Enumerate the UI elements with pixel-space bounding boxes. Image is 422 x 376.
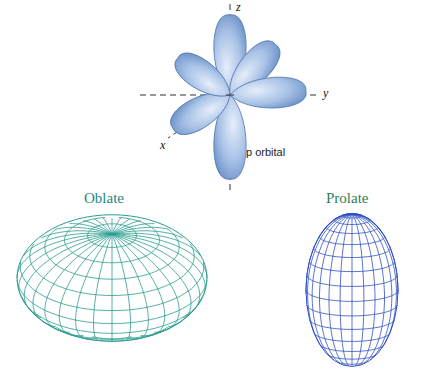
- wireframe-line: [45, 234, 112, 332]
- wireframe-line: [352, 214, 392, 360]
- wireframe-line: [352, 214, 398, 294]
- wireframe-line: [310, 320, 395, 329]
- shape-title: Prolate: [326, 190, 369, 207]
- orbital-lobe: [229, 76, 307, 111]
- wireframe-line: [112, 221, 141, 235]
- axis-label: x: [160, 138, 165, 153]
- axis-label: z: [236, 0, 241, 15]
- wireframe-line: [306, 290, 398, 301]
- wireframe-line: [94, 234, 113, 341]
- axis-line: [226, 95, 234, 96]
- wireframe-line: [112, 218, 121, 234]
- orbital-figure: [140, 4, 320, 190]
- wireframe-line: [59, 234, 112, 336]
- figure-caption: p orbital: [246, 146, 285, 158]
- axis-label: y: [323, 86, 328, 101]
- wireframe-line: [87, 224, 136, 248]
- wireframe-line: [352, 214, 353, 366]
- wireframe-line: [112, 218, 113, 234]
- wireframe-line: [307, 275, 397, 287]
- wireframe-line: [320, 345, 383, 351]
- wireframe-line: [17, 280, 207, 324]
- wireframe-line: [112, 231, 183, 238]
- wireframe-line: [112, 233, 201, 256]
- shape-title: Oblate: [84, 190, 124, 207]
- wireframe-line: [20, 262, 203, 311]
- wireframe-line: [352, 214, 375, 365]
- wireframe-line: [340, 214, 352, 365]
- oblate-ellipsoid: [17, 215, 207, 341]
- wireframe-line: [112, 234, 113, 341]
- wireframe-line: [310, 260, 395, 272]
- wireframe-line: [34, 312, 190, 339]
- wireframe-line: [329, 214, 352, 365]
- wireframe-line: [30, 244, 194, 296]
- wireframe-line: [352, 214, 364, 365]
- wireframe-line: [112, 234, 131, 341]
- wireframe-line: [314, 334, 389, 342]
- ellipsoid-outline: [17, 215, 207, 341]
- wireframe-line: [307, 305, 397, 316]
- wireframe-line: [327, 225, 378, 234]
- orbital-lobe: [169, 46, 238, 107]
- wireframe-line: [65, 217, 160, 262]
- wireframe-line: [328, 355, 375, 359]
- prolate-ellipsoid: [306, 214, 398, 367]
- wireframe-line: [320, 235, 385, 245]
- ellipsoid-outline: [306, 214, 398, 367]
- wireframe-line: [22, 297, 203, 333]
- wireframe-line: [314, 246, 390, 257]
- wireframe-line: [338, 363, 366, 365]
